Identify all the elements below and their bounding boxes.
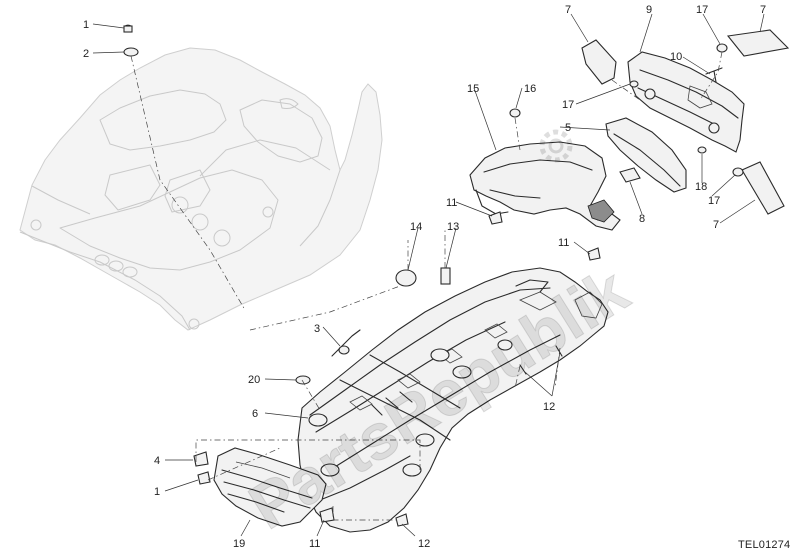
callout-6: 6 [252,408,258,420]
callout-11: 11 [446,197,457,209]
plate-holder-part-9 [627,51,745,153]
diagram-reference-code: TEL01274 [738,539,790,551]
watermark-text: PartsRepublik [237,254,640,543]
callout-11-c: 11 [309,538,320,550]
callout-11-b: 11 [558,237,569,249]
callout-13: 13 [447,221,459,233]
reflector-part-7-c [741,161,785,215]
callout-19: 19 [233,538,245,550]
callout-20: 20 [248,374,260,386]
callout-7-c: 7 [713,219,719,231]
callout-17-b: 17 [562,99,574,111]
callout-8: 8 [639,213,645,225]
leader-lines [92,13,765,537]
callout-18: 18 [695,181,707,193]
callout-5: 5 [565,122,571,134]
rear-mudguard-part-6 [297,267,609,533]
callout-10: 10 [670,51,682,63]
assembly-lines [130,51,723,521]
callout-14: 14 [410,221,422,233]
callout-12: 12 [543,401,555,413]
callout-4: 4 [154,455,160,467]
callout-labels: 1 2 7 9 17 7 10 15 16 17 5 18 17 8 7 14 … [83,4,766,550]
callout-9: 9 [646,4,652,16]
callout-2: 2 [83,48,89,60]
ghost-rear-frame [19,47,383,331]
callout-12-b: 12 [418,538,430,550]
plate-cover-part-19 [213,447,327,527]
callout-15: 15 [467,83,479,95]
callout-16: 16 [524,83,536,95]
gear-icon [539,129,573,163]
callout-7-b: 7 [760,4,766,16]
reflector-part-7-b [726,29,790,57]
callout-17: 17 [696,4,708,16]
rear-hugger-part-15 [469,141,621,231]
callout-1-b: 1 [154,486,160,498]
callout-3: 3 [314,323,320,335]
licence-light-part-5 [605,117,687,193]
callout-7: 7 [565,4,571,16]
callout-1: 1 [83,19,89,31]
reflector-part-7-a [581,39,617,85]
callout-17-c: 17 [708,195,720,207]
